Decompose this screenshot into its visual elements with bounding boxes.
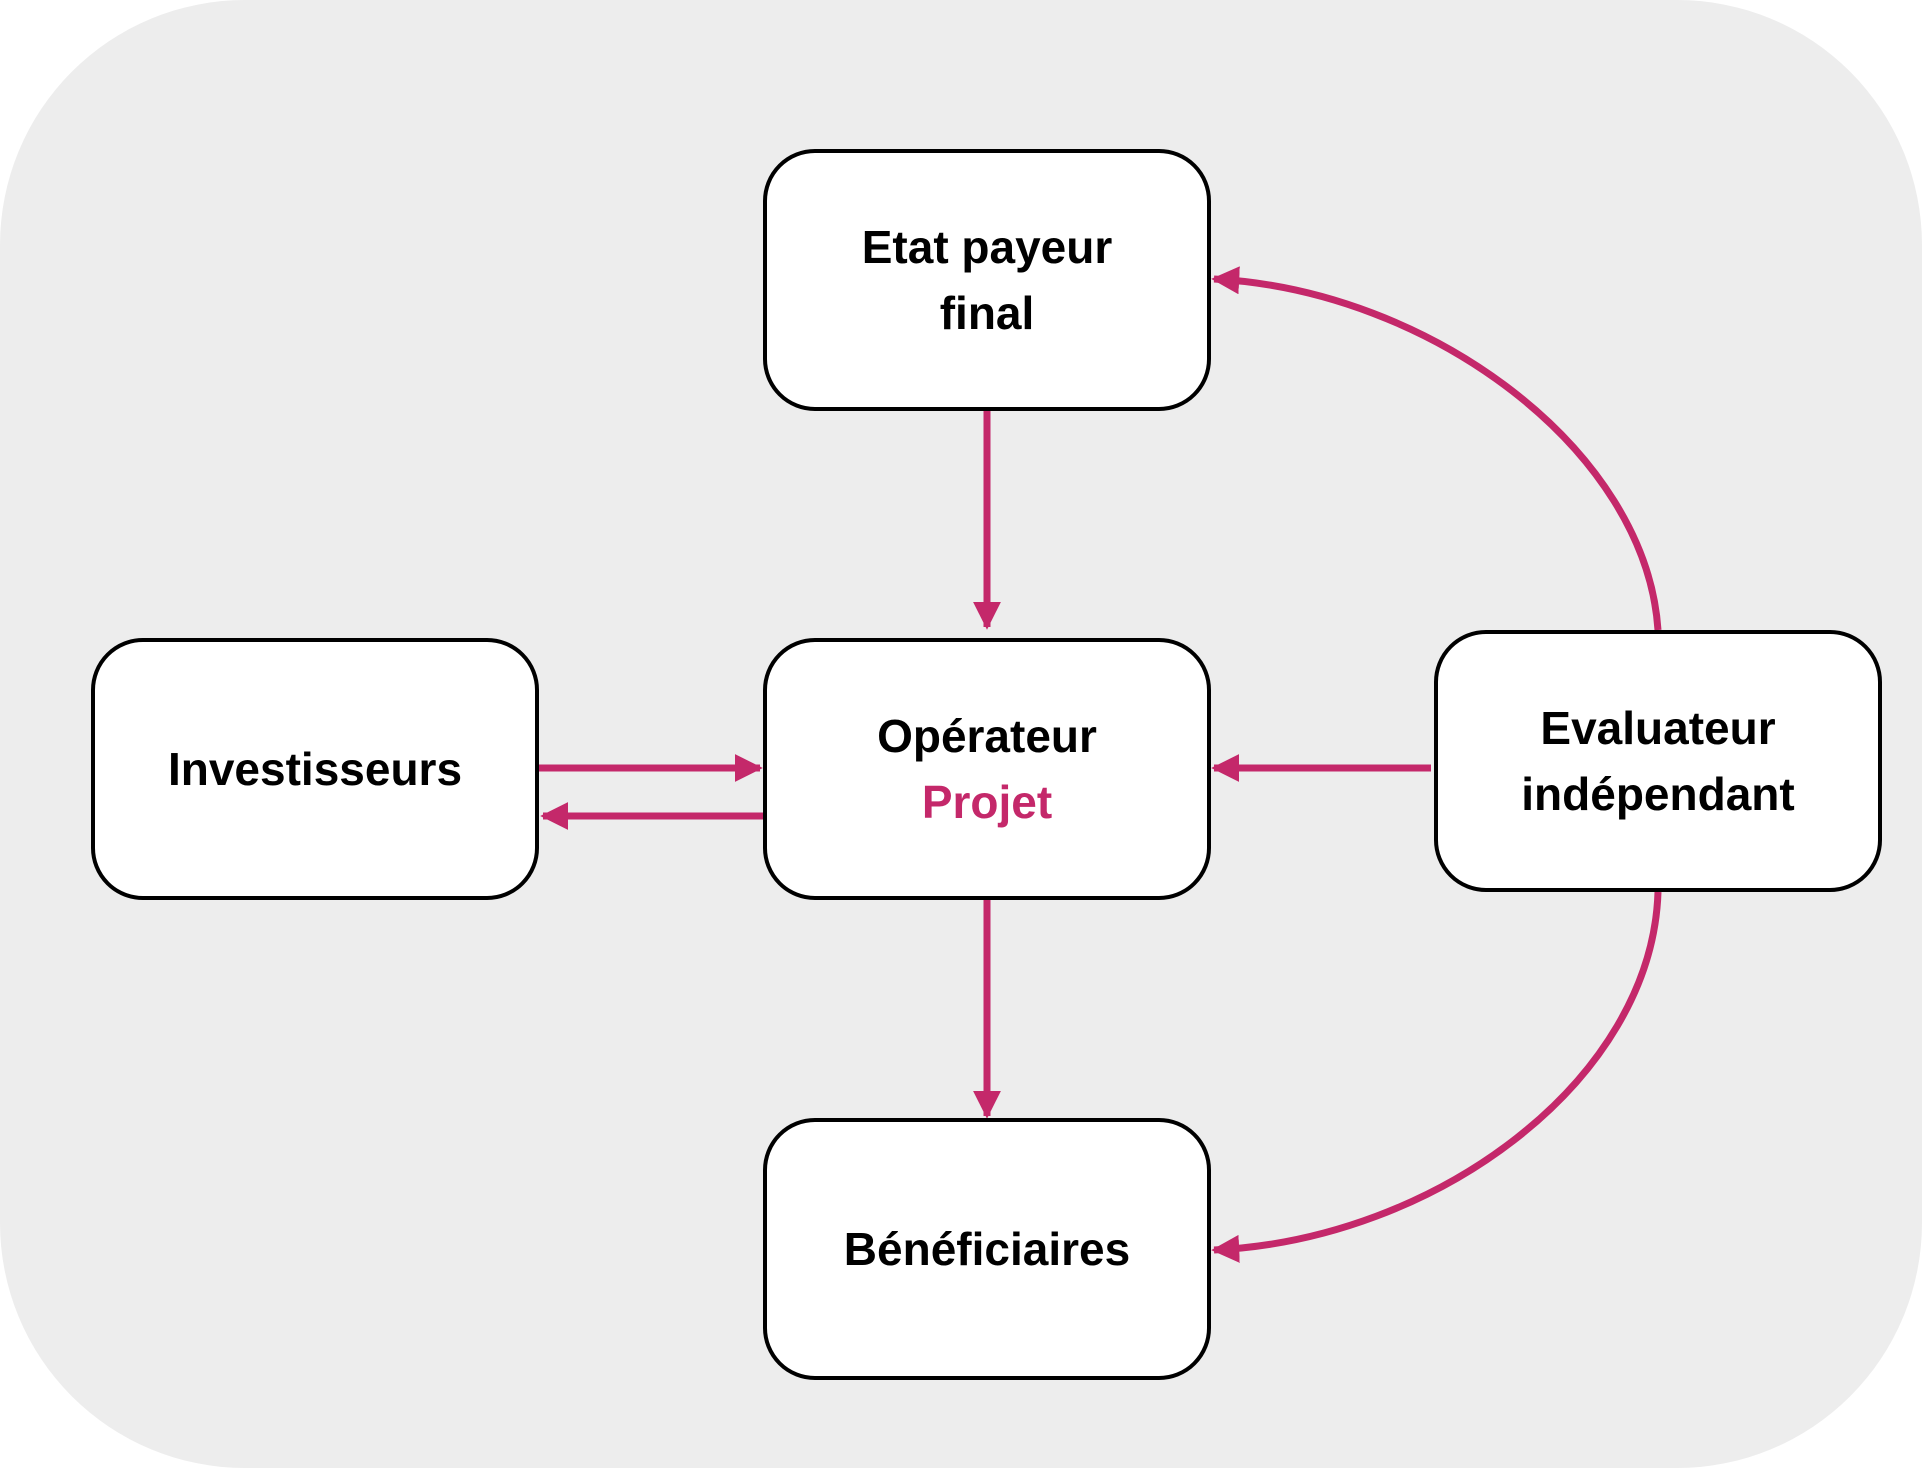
node-evaluateur-line2: indépendant — [1521, 768, 1795, 820]
node-investisseurs: Investisseurs — [91, 638, 539, 900]
node-etat-line1: Etat payeur — [861, 221, 1113, 273]
node-beneficiaires: Bénéficiaires — [763, 1118, 1211, 1380]
node-beneficiaires-label: Bénéficiaires — [843, 1223, 1131, 1275]
arrow-evaluateur-to-beneficiaires — [1211, 891, 1662, 1263]
node-evaluateur-independant: Evaluateur indépendant — [1434, 630, 1882, 892]
node-investisseurs-label: Investisseurs — [167, 743, 463, 795]
node-evaluateur-line1: Evaluateur — [1540, 702, 1776, 754]
node-operateur-line2: Projet — [921, 776, 1053, 828]
node-operateur-projet: Opérateur Projet — [763, 638, 1211, 900]
arrow-evaluateur-to-etat — [1211, 266, 1662, 631]
node-operateur-line1: Opérateur — [877, 710, 1097, 762]
node-etat-payeur-final: Etat payeur final — [763, 149, 1211, 411]
node-etat-line2: final — [939, 287, 1035, 339]
